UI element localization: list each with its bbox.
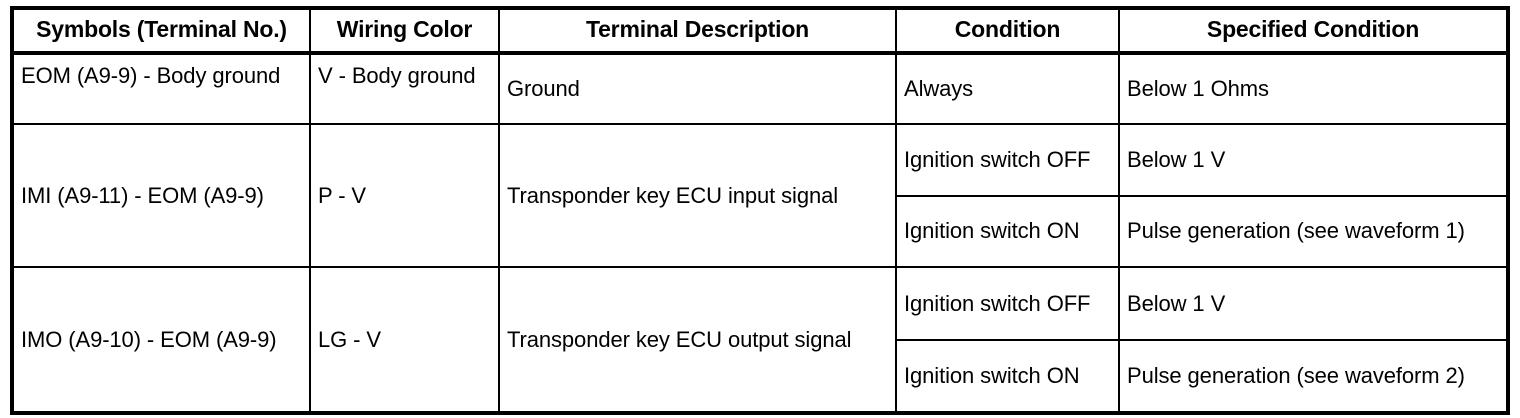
cell-symbols: IMI (A9-11) - EOM (A9-9) [12, 123, 311, 267]
table-row: IMO (A9-10) - EOM (A9-9) LG - V Transpon… [12, 266, 1508, 413]
table-row: Ignition switch ON Pulse generation (see… [12, 339, 1508, 413]
cell-symbols: IMO (A9-10) - EOM (A9-9) [12, 266, 311, 413]
column-header-wiring-color: Wiring Color [310, 8, 500, 55]
column-header-symbols: Symbols (Terminal No.) [12, 8, 311, 55]
cell-specified-condition: Below 1 Ohms [1127, 76, 1269, 102]
cell-wiring-color: V - Body ground [310, 53, 500, 124]
cell-specified-condition: Below 1 V [1119, 123, 1508, 196]
cell-terminal-description: Ground [499, 53, 897, 124]
table-body: EOM (A9-9) - Body ground V - Body ground… [12, 53, 1508, 413]
cell-condition: Ignition switch OFF [896, 123, 1120, 196]
column-header-condition: Condition [896, 8, 1120, 55]
table-row: EOM (A9-9) - Body ground V - Body ground… [12, 53, 1508, 124]
cell-terminal-description: Transponder key ECU input signal [499, 123, 897, 267]
table-header: Symbols (Terminal No.) Wiring Color Term… [12, 8, 1508, 55]
cell-condition: Always [896, 53, 1120, 124]
cell-terminal-description: Transponder key ECU output signal [499, 266, 897, 413]
cell-specified-condition: Pulse generation (see waveform 2) [1119, 339, 1508, 413]
table-row: IMI (A9-11) - EOM (A9-9) P - V Transpond… [12, 123, 1508, 267]
cell-specified-condition: Below 1 V [1119, 266, 1508, 340]
table-header-row: Symbols (Terminal No.) Wiring Color Term… [12, 8, 1508, 55]
cell-condition: Ignition switch ON [896, 194, 1120, 267]
terminal-specification-table: Symbols (Terminal No.) Wiring Color Term… [10, 6, 1510, 415]
cell-wiring-color: P - V [310, 123, 500, 267]
cell-condition: Ignition switch OFF [896, 266, 1120, 340]
cell-wiring-color: LG - V [310, 266, 500, 413]
column-header-specified-condition: Specified Condition [1119, 8, 1508, 55]
column-header-terminal-description: Terminal Description [499, 8, 897, 55]
cell-specified-condition: Pulse generation (see waveform 1) [1119, 194, 1508, 267]
cell-condition: Ignition switch ON [896, 339, 1120, 413]
cell-symbols: EOM (A9-9) - Body ground [12, 53, 311, 124]
table-row: Ignition switch ON Pulse generation (see… [12, 194, 1508, 267]
